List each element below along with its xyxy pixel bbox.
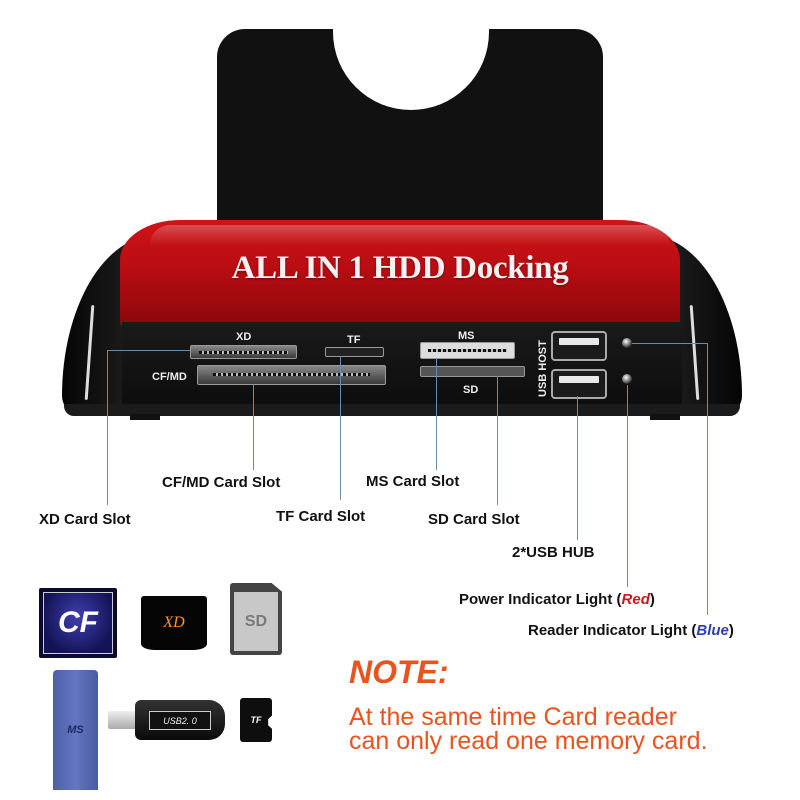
ms-card-icon: MS (53, 670, 98, 790)
ms-slot-label: MS (458, 330, 475, 342)
product-title: ALL IN 1 HDD Docking (231, 250, 569, 286)
dock-foot-right (650, 414, 680, 420)
cf-md-slot-label: CF/MD (152, 371, 187, 383)
note-line-2: can only read one memory card. (349, 727, 708, 755)
dock-base (64, 404, 740, 416)
tf-card-slot[interactable] (325, 347, 384, 357)
callout-cf-md-card-slot: CF/MD Card Slot (162, 474, 281, 491)
note-line-1: At the same time Card reader (349, 703, 677, 731)
tf-card-icon: TF (240, 698, 272, 742)
power-leader (627, 385, 628, 587)
tf-slot-label: TF (347, 334, 361, 346)
callout-power-indicator: Power Indicator Light (Red) (459, 591, 655, 608)
cf-md-card-slot[interactable] (197, 365, 386, 385)
reader-leader-v (707, 343, 708, 615)
usb-port-bottom[interactable] (551, 369, 607, 399)
xd-card-icon: XD (141, 596, 207, 650)
ms-card-slot[interactable] (420, 342, 515, 359)
reader-indicator-led (622, 338, 632, 348)
sd-card-slot[interactable] (420, 366, 525, 377)
dock-foot-left (130, 414, 160, 420)
callout-sd-card-slot: SD Card Slot (428, 511, 520, 528)
dock-red-top (120, 220, 680, 328)
sd-slot-label: SD (463, 384, 479, 396)
xd-card-slot[interactable] (190, 345, 297, 359)
usb-port-top[interactable] (551, 331, 607, 361)
usb-leader (577, 396, 578, 540)
red-color-word: Red (621, 591, 650, 608)
ms-leader (436, 358, 437, 470)
usb-host-label: USB HOST (537, 340, 549, 397)
blue-color-word: Blue (696, 622, 729, 639)
sd-leader (497, 376, 498, 505)
usb-stick-plug-icon (108, 711, 136, 729)
callout-reader-indicator: Reader Indicator Light (Blue) (528, 622, 734, 639)
usb-stick-icon: USB2. 0 (135, 700, 225, 740)
callout-xd-card-slot: XD Card Slot (39, 511, 131, 528)
reader-leader-h (632, 343, 707, 344)
callout-tf-card-slot: TF Card Slot (276, 508, 366, 525)
note-body: At the same time Card reader can only re… (349, 703, 708, 755)
callout-ms-card-slot: MS Card Slot (366, 473, 460, 490)
tf-leader (340, 356, 341, 500)
xd-leader-v (107, 350, 108, 505)
dock-red-highlight (150, 225, 670, 245)
cf-md-leader (253, 385, 254, 470)
xd-slot-label: XD (236, 331, 252, 343)
note-title: NOTE: (349, 654, 449, 690)
cf-card-icon: CF (39, 588, 117, 658)
sd-card-icon: SD (230, 583, 282, 655)
callout-usb-hub: 2*USB HUB (512, 544, 595, 561)
xd-leader-h (107, 350, 190, 351)
power-indicator-led (622, 374, 632, 384)
